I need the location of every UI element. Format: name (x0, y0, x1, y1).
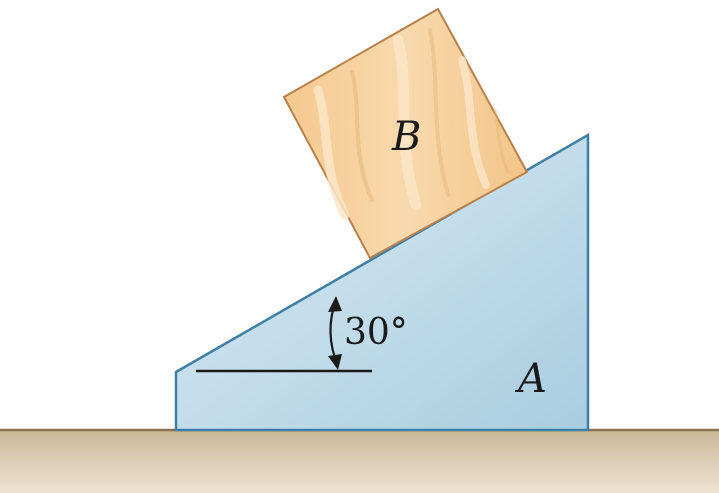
angle-arrow-top-icon (328, 296, 342, 312)
wedge-a: 30° A (174, 132, 590, 432)
ground-surface (0, 430, 719, 493)
angle-arrow-bottom-icon (328, 354, 342, 370)
block-b-label: B (391, 114, 421, 160)
angle-label: 30° (344, 312, 408, 353)
block-b: B (282, 7, 529, 260)
ground (0, 428, 719, 493)
wedge-a-label: A (514, 356, 547, 402)
wood-grain (313, 28, 510, 220)
